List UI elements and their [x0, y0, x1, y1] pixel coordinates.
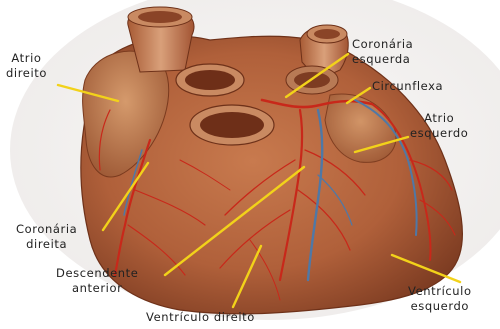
label-coronaria-direita-line1: Coronária: [16, 222, 77, 237]
label-coronaria-direita-line2: direita: [16, 237, 77, 252]
label-atrio-direito: Atrio direito: [6, 51, 47, 81]
label-atrio-esquerdo: Atrio esquerdo: [410, 111, 468, 141]
label-coronaria-esquerda: Coronária esquerda: [352, 37, 413, 67]
label-coronaria-esquerda-line2: esquerda: [352, 52, 413, 67]
label-descendente-anterior-line1: Descendente: [56, 266, 138, 281]
label-atrio-esquerdo-line2: esquerdo: [410, 126, 468, 141]
label-atrio-esquerdo-line1: Atrio: [410, 111, 468, 126]
label-descendente-anterior: Descendente anterior: [56, 266, 138, 296]
label-coronaria-esquerda-line1: Coronária: [352, 37, 413, 52]
label-atrio-direito-line2: direito: [6, 66, 47, 81]
label-descendente-anterior-line2: anterior: [56, 281, 138, 296]
label-ventriculo-direito-text: Ventrículo direito: [146, 310, 255, 325]
label-circunflexa: Circunflexa: [372, 79, 443, 94]
label-circunflexa-text: Circunflexa: [372, 79, 443, 94]
label-ventriculo-esquerdo-line1: Ventrículo: [408, 284, 472, 299]
label-atrio-direito-line1: Atrio: [6, 51, 47, 66]
label-ventriculo-esquerdo: Ventrículo esquerdo: [408, 284, 472, 314]
label-coronaria-direita: Coronária direita: [16, 222, 77, 252]
label-ventriculo-direito: Ventrículo direito: [146, 310, 255, 325]
label-ventriculo-esquerdo-line2: esquerdo: [408, 299, 472, 314]
